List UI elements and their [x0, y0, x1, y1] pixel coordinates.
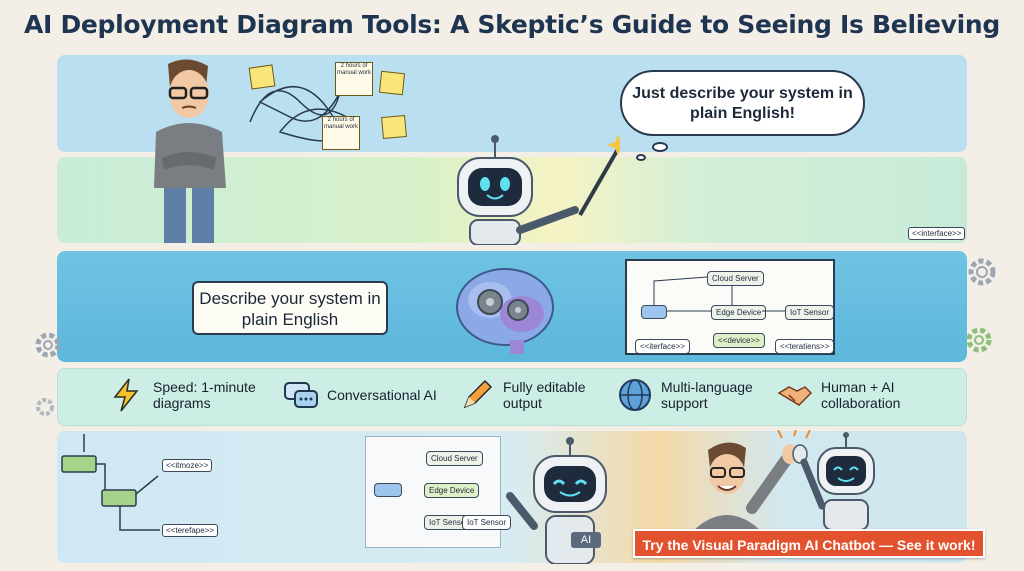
feature-item: Conversational AI	[283, 377, 447, 413]
sticky-note	[378, 70, 406, 96]
high-five-illustration	[694, 430, 875, 530]
node-interface: <<iterface>>	[635, 339, 690, 354]
speech-bubble: Just describe your system in plain Engli…	[620, 70, 865, 136]
node-iot-sensor: IoT Sensor	[785, 305, 834, 320]
feature-label: Human + AI collaboration	[821, 379, 901, 411]
chat-bubbles-icon	[284, 382, 318, 408]
cta-button[interactable]: Try the Visual Paradigm AI Chatbot — See…	[633, 529, 985, 558]
sticky-note	[381, 114, 407, 140]
feature-item: Multi-language support	[617, 377, 771, 413]
diagram-tag: <<itmoze>>	[162, 459, 213, 472]
brain-gears-icon	[456, 268, 554, 354]
feature-label: Speed: 1-minute diagrams	[153, 379, 256, 411]
feature-label: Multi-language support	[661, 379, 753, 411]
features-row: Speed: 1-minute diagrams Conversational …	[57, 368, 967, 426]
node-edge-device: Edge Device	[424, 483, 480, 498]
robot-presenting-illustration	[506, 437, 607, 564]
bubble-tail-dot	[636, 154, 646, 161]
node-edge-device: Edge Device	[711, 305, 767, 320]
sticky-note-text: 2 hours of manual work	[335, 62, 373, 96]
node-cloud-server: Cloud Server	[426, 451, 483, 466]
gear-icon	[35, 332, 61, 358]
handshake-icon	[777, 386, 813, 406]
robot-with-wand-illustration	[457, 134, 620, 245]
pencil-icon	[463, 379, 493, 409]
bubble-tail-dot	[652, 142, 668, 152]
gear-icon	[36, 398, 54, 416]
feature-item: Human + AI collaboration	[777, 377, 931, 413]
generated-diagram-preview: Cloud Server Edge Device IoT Sensor <<it…	[625, 259, 835, 355]
node-iteration: <<teratiens>>	[775, 339, 835, 354]
skeptic-man-illustration	[154, 59, 226, 243]
sticky-note	[248, 64, 276, 90]
node-device: <<device>>	[713, 333, 765, 348]
robot-chest-label: AI	[571, 532, 601, 548]
describe-system-box: Describe your system in plain English	[192, 281, 388, 335]
node-cloud-server: Cloud Server	[707, 271, 764, 286]
node-iot-sensor-alt: IoT Sensor	[462, 515, 511, 530]
gear-icon	[966, 327, 992, 353]
hand-drawn-diagram	[61, 434, 160, 531]
band-features	[57, 368, 967, 426]
node-iot-sensor: IoT Sensor	[424, 515, 473, 530]
feature-label: Conversational AI	[327, 387, 437, 403]
globe-icon	[619, 379, 651, 411]
feature-item: Speed: 1-minute diagrams	[109, 377, 273, 413]
feature-item: Fully editable output	[459, 377, 599, 413]
hologram-diagram-screen: Cloud Server Edge Device IoT Sensor IoT …	[365, 436, 511, 548]
node-component	[374, 483, 402, 497]
interface-tag: <<interface>>	[908, 227, 966, 240]
sticky-note-text: 2 hours of manual work	[322, 116, 360, 150]
feature-label: Fully editable output	[503, 379, 586, 411]
node-component	[641, 305, 667, 319]
page-title: AI Deployment Diagram Tools: A Skeptic’s…	[23, 10, 1001, 39]
lightning-icon	[113, 378, 139, 412]
gear-icon	[968, 258, 996, 286]
diagram-tag: <<terefape>>	[162, 524, 219, 537]
